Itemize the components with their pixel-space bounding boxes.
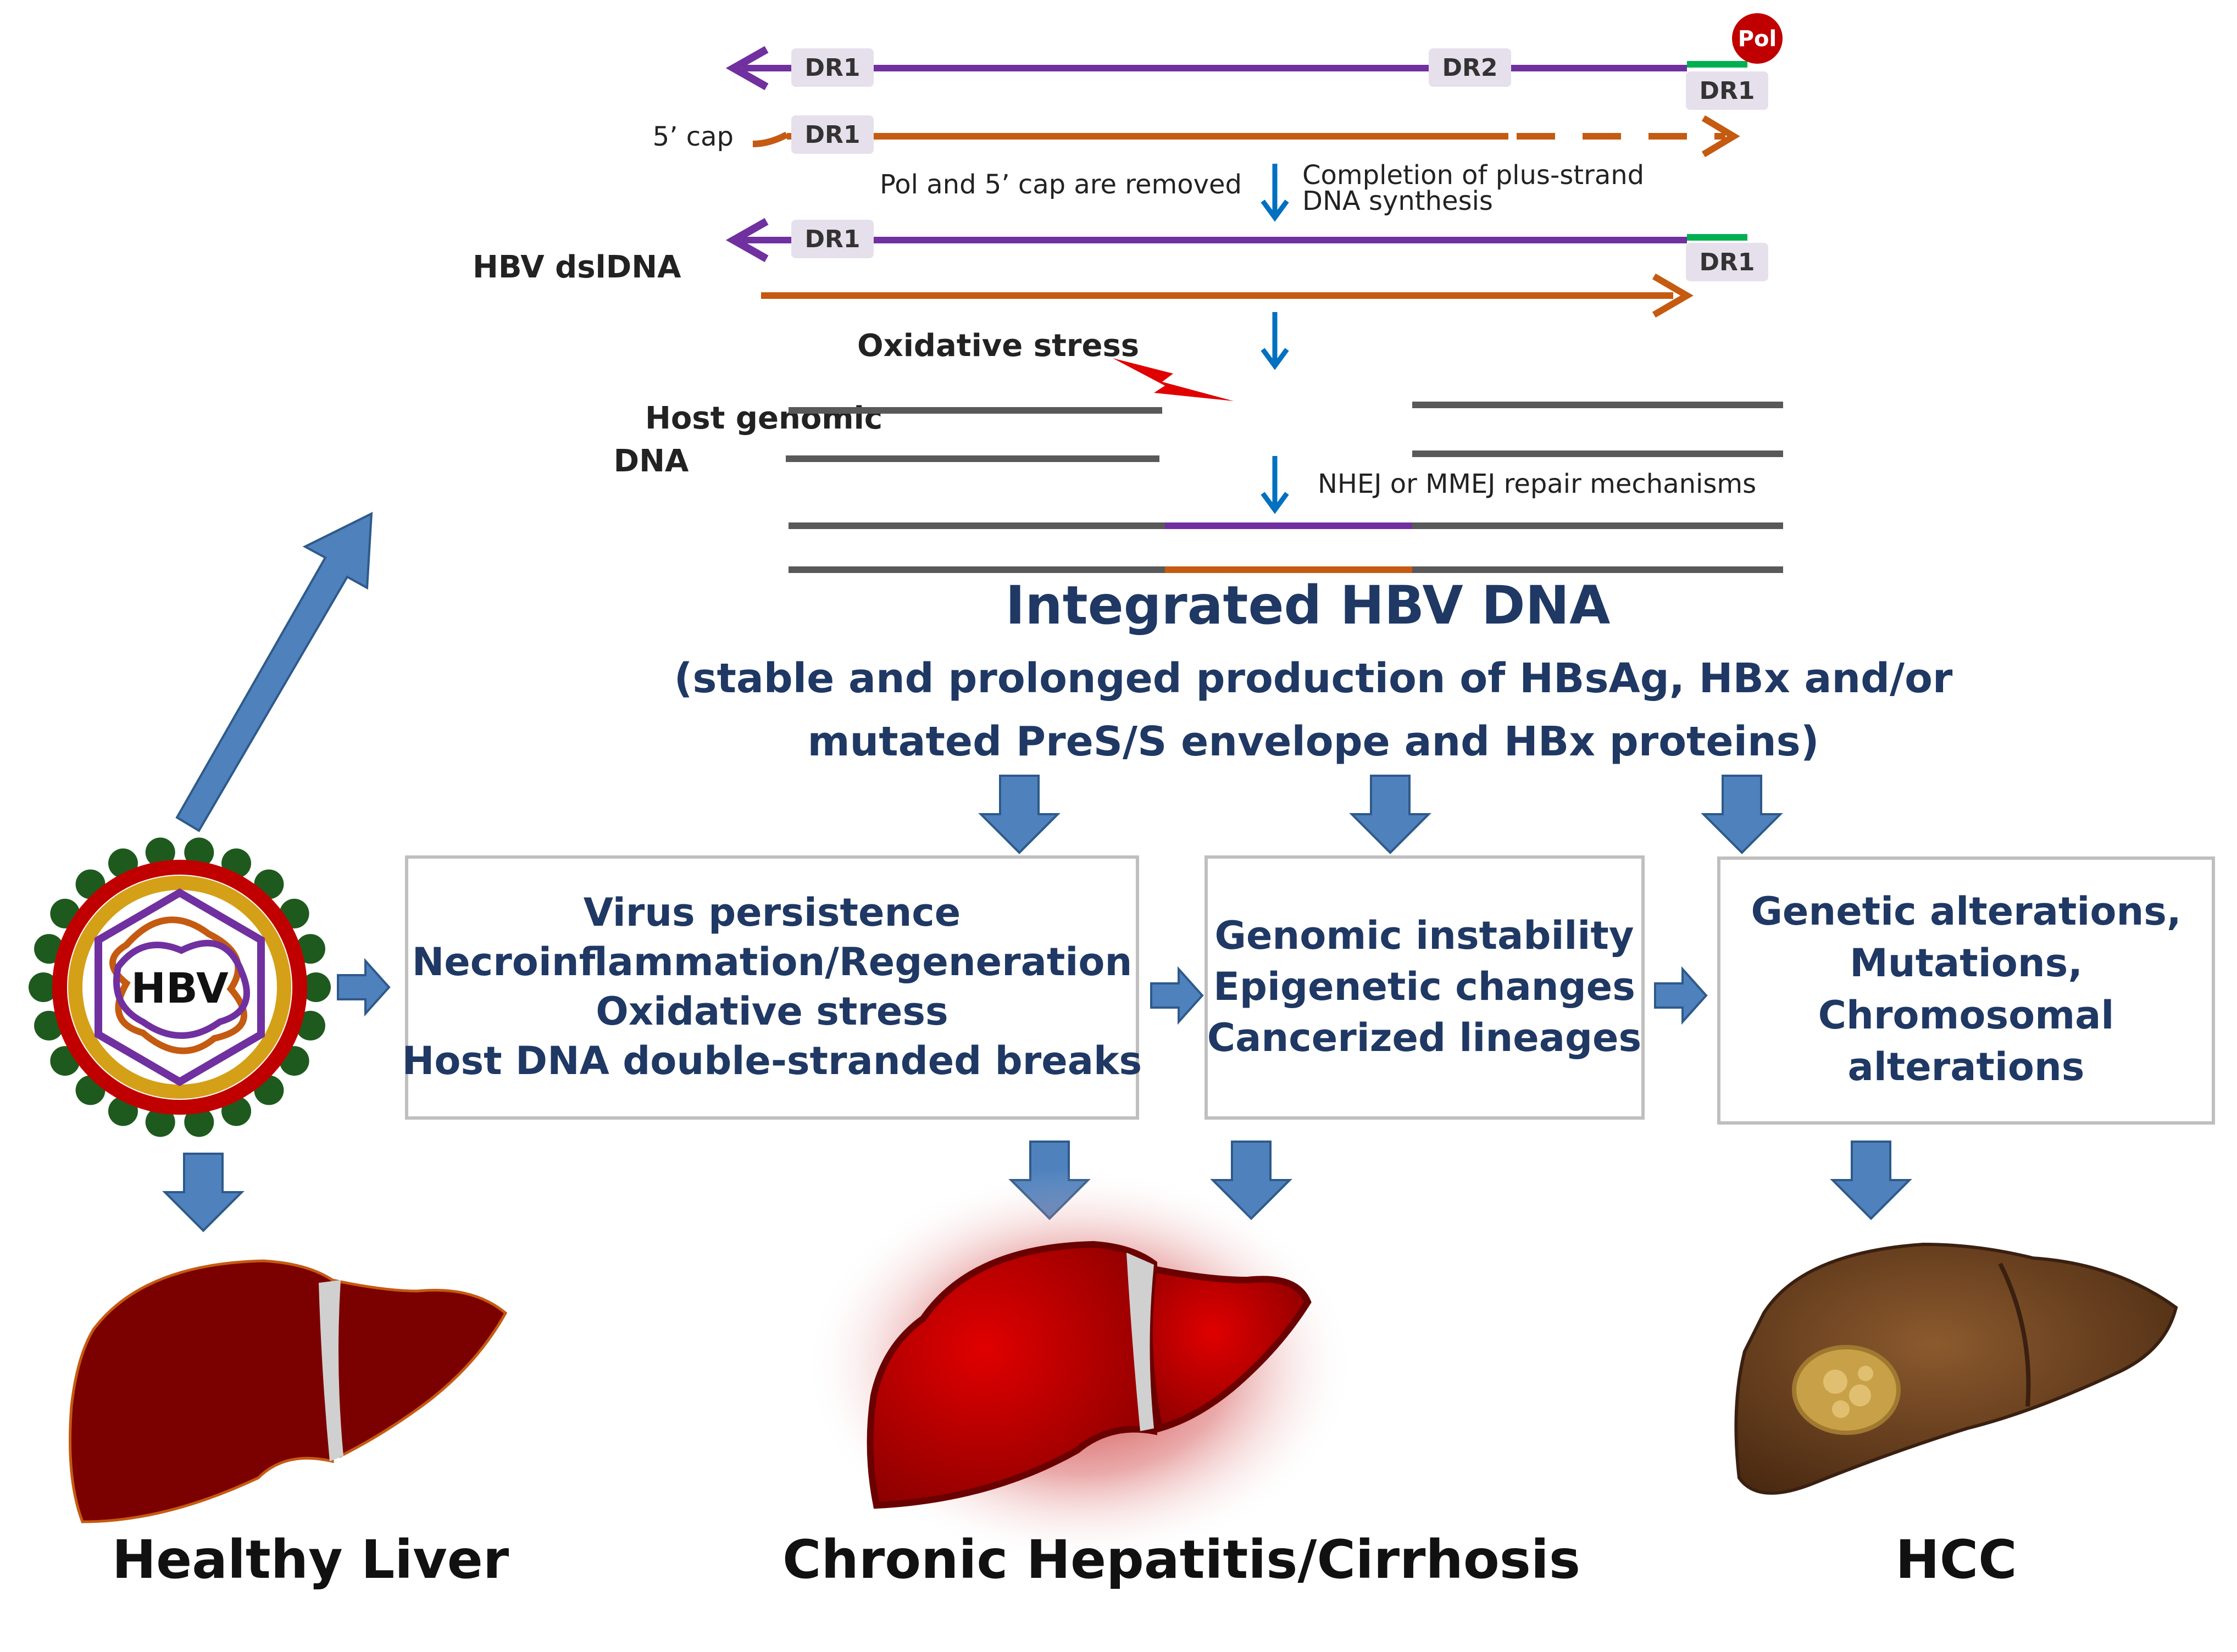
dr2-label: DR2 — [1442, 54, 1497, 82]
box3-line: alterations — [1848, 1044, 2085, 1089]
completion-note-line2: DNA synthesis — [1302, 186, 1493, 216]
completion-note-line1: Completion of plus-strand — [1302, 160, 1644, 191]
orange-arrowhead — [1652, 273, 1694, 318]
right-arrow-icon — [1654, 968, 1707, 1023]
lightning-icon — [1113, 358, 1234, 401]
right-arrow-icon — [337, 960, 390, 1015]
tumor-nodule — [1792, 1345, 1901, 1435]
dr1-label: DR1 — [804, 121, 860, 149]
host-label-line1: Host genomic — [645, 401, 882, 436]
dr1-box — [1686, 71, 1768, 110]
virus-spike — [29, 972, 58, 1002]
box-genetic: Genetic alterations, Mutations, Chromoso… — [1717, 856, 2215, 1125]
hcc-liver-icon — [1734, 1242, 2178, 1495]
capsid-hexagon — [95, 888, 265, 1087]
box-genomic: Genomic instability Epigenetic changes C… — [1204, 855, 1645, 1120]
pol-label: Pol — [1738, 26, 1777, 52]
chronic-liver-icon — [805, 1167, 1355, 1563]
box-pathogenesis: Virus persistence Necroinflammation/Rege… — [402, 855, 1142, 1120]
integrated-dna — [789, 522, 1783, 573]
hbv-virus-particle: HBV — [29, 837, 331, 1137]
dr1-label: DR1 — [804, 54, 860, 82]
molecular-schematic: DR1 DR2 DR1 Pol 5’ cap DR1 Pol and 5’ ca… — [473, 13, 1783, 573]
purple-arrowhead — [725, 218, 769, 263]
hbv-virus-label: HBV — [131, 964, 228, 1013]
box1-line: Necroinflammation/Regeneration — [412, 939, 1133, 984]
virus-spike — [184, 837, 214, 867]
dr1-box — [1686, 243, 1768, 281]
dr1-label: DR1 — [804, 225, 860, 253]
chronic-hepatitis-label: Chronic Hepatitis/Cirrhosis — [782, 1529, 1580, 1590]
down-arrow-icon — [1831, 1141, 1911, 1220]
dr1-label: DR1 — [1699, 248, 1755, 276]
pol-circle — [1732, 13, 1783, 64]
box1-line: Host DNA double-stranded breaks — [402, 1038, 1142, 1083]
right-arrow-icon — [1150, 968, 1203, 1023]
minus-strand-row: DR1 DR2 DR1 Pol — [725, 13, 1783, 110]
dr1-label: DR1 — [1699, 77, 1755, 105]
down-arrow-icon — [1351, 775, 1430, 854]
step-down-arrow-icon — [1263, 164, 1287, 218]
dr1-box — [791, 115, 874, 154]
down-arrow-icon — [980, 775, 1059, 854]
box2-line: Genomic instability — [1214, 913, 1634, 958]
diagonal-up-arrow-icon — [175, 511, 373, 832]
hcc-label: HCC — [1895, 1529, 2017, 1590]
box3-line: Mutations, — [1850, 941, 2083, 986]
integrated-sub-line1: (stable and prolonged production of HBsA… — [674, 655, 1953, 702]
cap-hook — [752, 131, 789, 147]
host-dna-broken — [786, 402, 1783, 462]
virus-spike — [301, 972, 331, 1002]
dr1-box — [791, 48, 874, 87]
box3-line: Chromosomal — [1818, 993, 2114, 1038]
plus-strand-row: 5’ cap DR1 — [653, 115, 1740, 158]
down-arrow-icon — [1702, 775, 1781, 854]
dsldna-row: HBV dslDNA DR1 DR1 — [473, 218, 1768, 318]
oxidative-label: Oxidative stress — [857, 328, 1139, 364]
removal-note: Pol and 5’ cap are removed — [880, 169, 1242, 200]
box2-line: Cancerized lineages — [1207, 1015, 1641, 1060]
virus-spike — [145, 837, 175, 867]
box2-line: Epigenetic changes — [1213, 964, 1635, 1009]
orange-arrowhead — [1701, 115, 1740, 158]
step-down-arrow-icon — [1263, 312, 1287, 366]
viral-genome-purple — [113, 939, 250, 1039]
virus-spike — [145, 1107, 175, 1137]
integrated-sub-line2: mutated PreS/S envelope and HBx proteins… — [807, 718, 1819, 765]
viral-genome-orange — [109, 916, 247, 1054]
dsldna-label: HBV dslDNA — [473, 249, 681, 285]
repair-note: NHEJ or MMEJ repair mechanisms — [1318, 469, 1756, 499]
dr1-box — [791, 220, 874, 258]
five-cap-label: 5’ cap — [653, 121, 734, 152]
purple-arrowhead — [725, 46, 769, 91]
healthy-liver-label: Healthy Liver — [112, 1529, 509, 1590]
healthy-liver-icon — [69, 1259, 508, 1523]
virus-spike — [184, 1107, 214, 1137]
step-down-arrow-icon — [1263, 456, 1287, 510]
host-label-line2: DNA — [614, 443, 689, 479]
down-arrow-icon — [164, 1153, 243, 1232]
box1-line: Oxidative stress — [596, 989, 948, 1034]
box1-line: Virus persistence — [584, 890, 961, 935]
box3-line: Genetic alterations, — [1751, 889, 2181, 934]
integrated-title: Integrated HBV DNA — [1006, 575, 1611, 636]
dr2-box — [1429, 48, 1511, 87]
